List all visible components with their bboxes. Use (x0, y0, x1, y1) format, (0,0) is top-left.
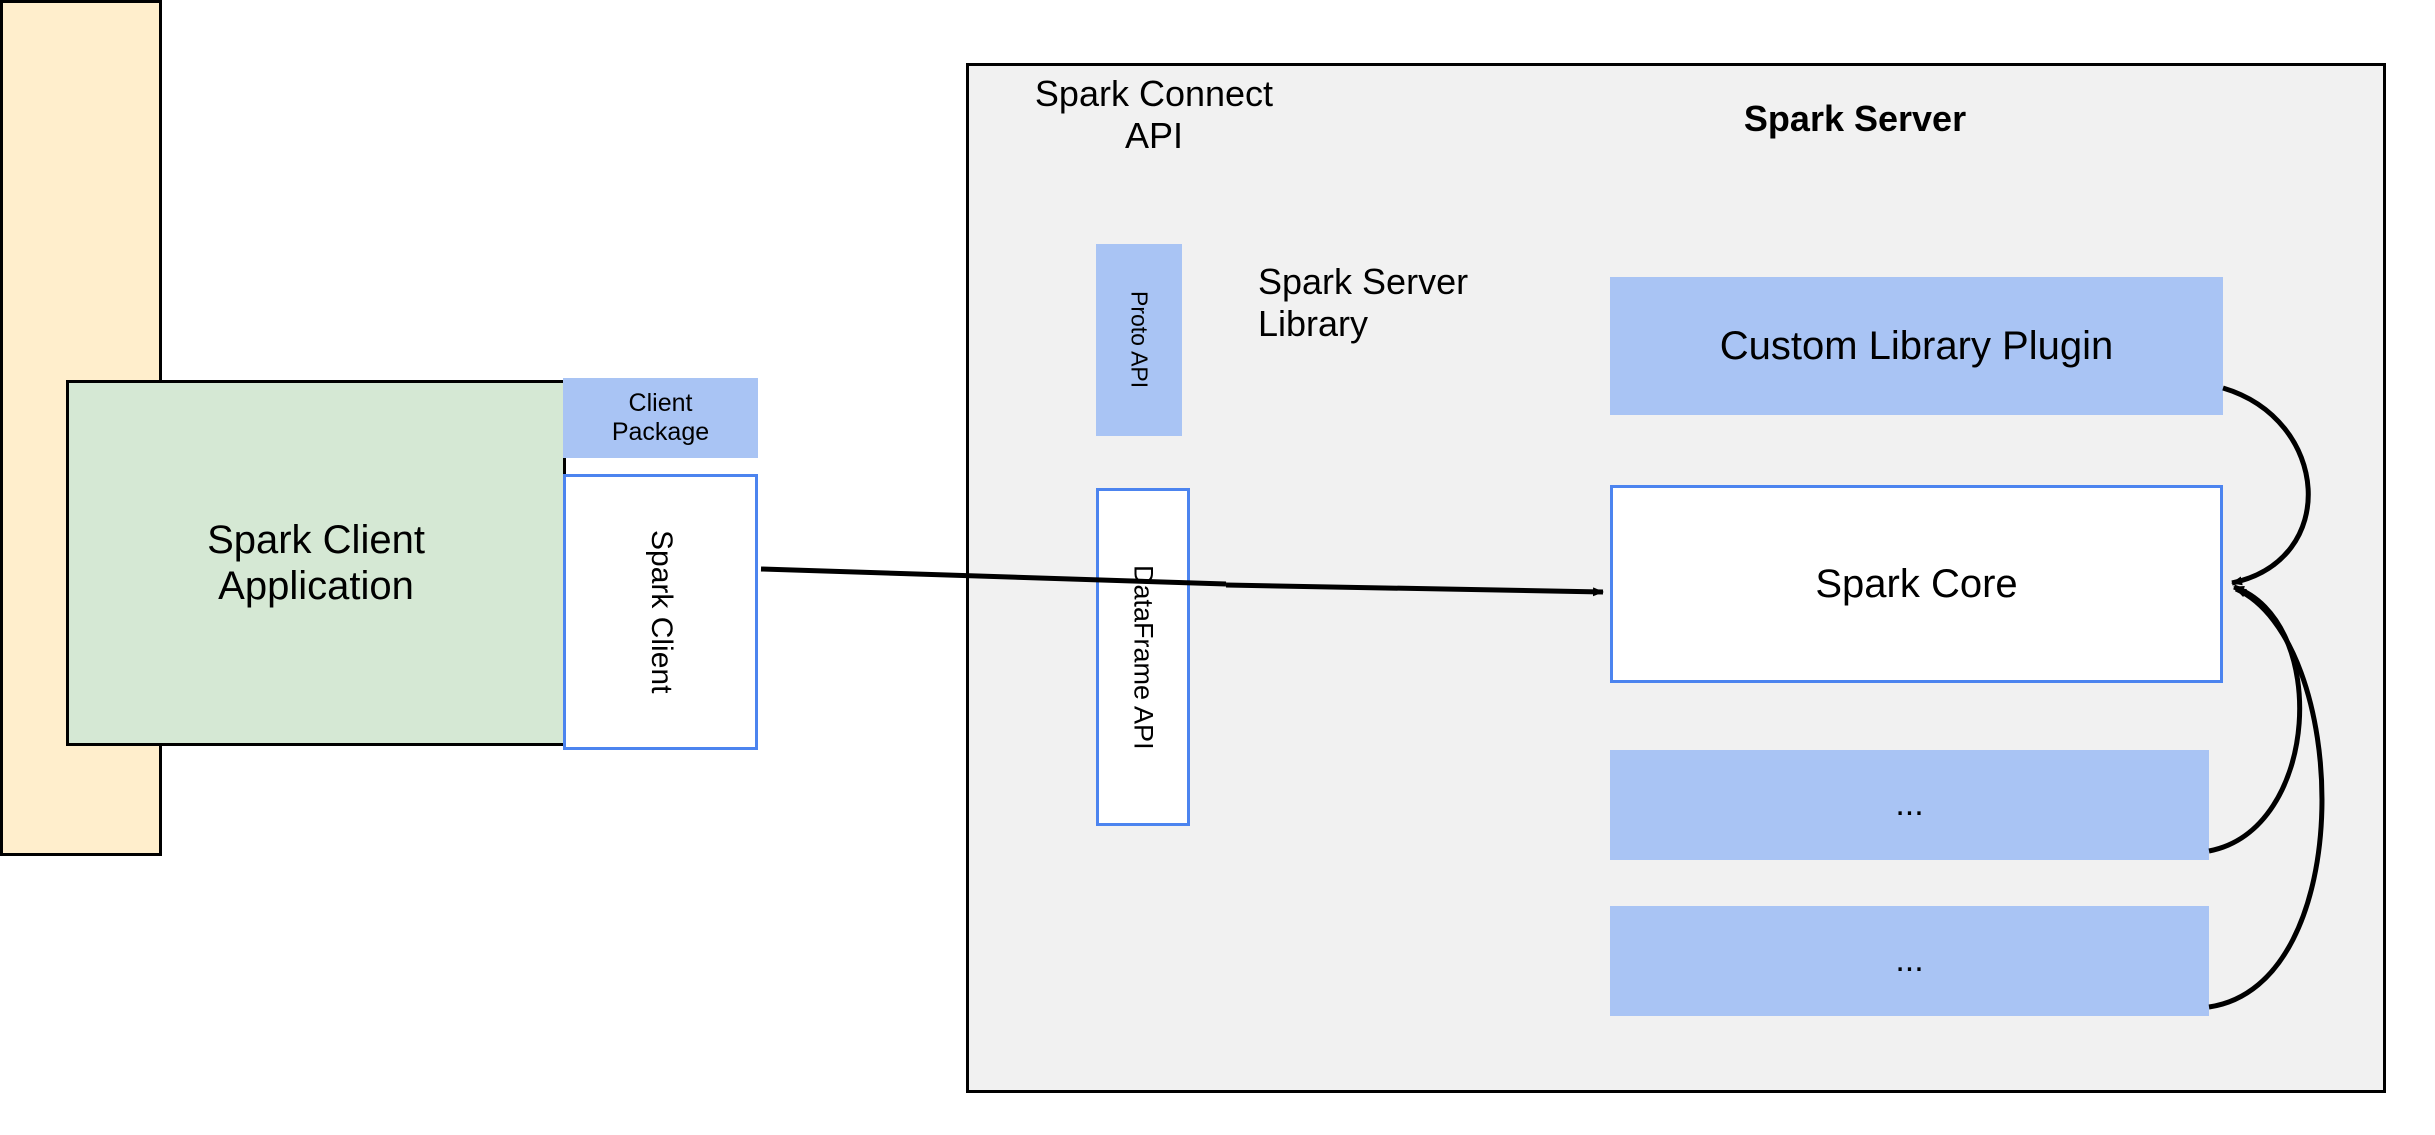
client-package-line1: Client (628, 389, 693, 417)
spark-server-library-label-line2: Library (1258, 303, 1369, 344)
spark-client-application-box: Spark Client Application (66, 380, 566, 746)
plugin-ellipsis-box-2: ... (1610, 906, 2209, 1016)
spark-connect-api-label-line1: Spark Connect (1034, 73, 1274, 115)
client-package-line2: Package (611, 418, 710, 446)
spark-client-application-line2: Application (218, 564, 414, 608)
spark-core-box: Spark Core (1610, 485, 2223, 683)
dataframe-api-label: DataFrame API (1128, 564, 1159, 750)
spark-connect-api-label: Spark Connect API (1014, 70, 1294, 160)
spark-server-title: Spark Server (1743, 98, 1967, 140)
proto-api-label: Proto API (1126, 291, 1153, 389)
spark-client-label: Spark Client (644, 530, 678, 694)
client-package-box: Client Package (563, 378, 758, 458)
spark-connect-api-label-line2: API (1124, 115, 1184, 156)
spark-server-library-label-line1: Spark Server (1258, 261, 1469, 303)
proto-api-box: Proto API (1096, 244, 1182, 436)
spark-client-application-line1: Spark Client (207, 517, 425, 562)
plugin-ellipsis-box-1: ... (1610, 750, 2209, 860)
custom-library-plugin-box: Custom Library Plugin (1610, 277, 2223, 415)
dataframe-api-box: DataFrame API (1096, 488, 1190, 826)
spark-server-library-label: Spark Server Library (1258, 248, 1558, 358)
spark-client-box: Spark Client (563, 474, 758, 750)
